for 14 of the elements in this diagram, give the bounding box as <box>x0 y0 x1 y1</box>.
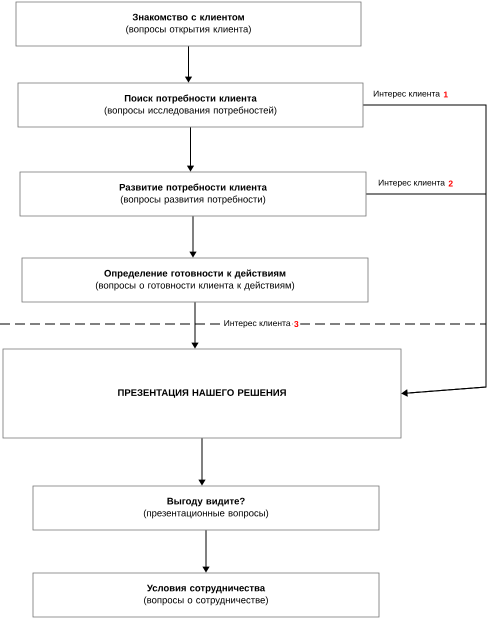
process-box: Выгоду видите? (презентационные вопросы) <box>32 486 380 530</box>
edge-label: Интерес клиента <box>378 180 445 188</box>
process-box: Знакомство с клиентом (вопросы открытия клиента) <box>16 2 362 46</box>
label-number: 1 <box>444 92 448 98</box>
label-number: 3 <box>294 321 298 328</box>
arrow <box>0 324 486 397</box>
edge-label: Интерес клиента <box>374 90 440 98</box>
edge-label: Интерес клиента <box>224 320 291 328</box>
process-box: ПРЕЗЕНТАЦИЯ НАШЕГО РЕШЕНИЯ <box>2 348 402 438</box>
process-box: Условия сотрудничества (вопросы о сотрудничестве) <box>32 572 380 618</box>
process-box: Определение готовности к действиям (вопросы о готовности клиента к действиям) <box>22 258 368 302</box>
label-number: 2 <box>448 180 453 186</box>
process-box: Поиск потребности клиента (вопросы исследования потребностей) <box>18 82 364 128</box>
process-box: Развитие потребности клиента (вопросы развития потребности) <box>20 172 366 216</box>
